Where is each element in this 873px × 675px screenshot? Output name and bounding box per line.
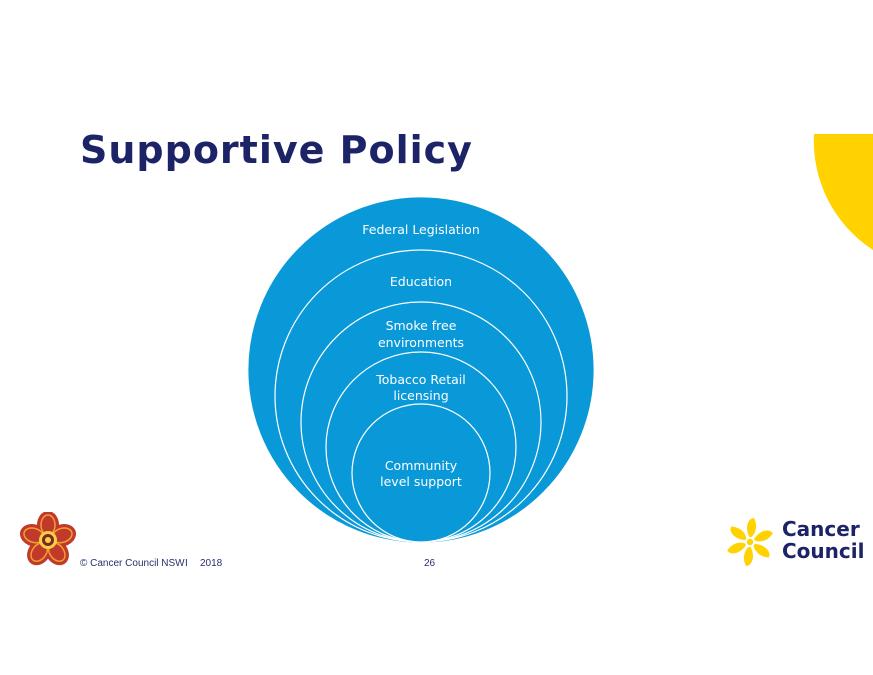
policy-circle-5-label: Community xyxy=(385,458,458,473)
daffodil-icon xyxy=(727,518,773,566)
footer-copyright: © Cancer Council NSW xyxy=(80,558,185,569)
flower-artwork-icon xyxy=(20,512,76,566)
policy-circle-4-label: licensing xyxy=(393,388,448,403)
cancer-council-logo: Cancer Council xyxy=(724,512,864,568)
logo-word-cancer: Cancer xyxy=(782,517,860,541)
policy-circle-2-label: Education xyxy=(390,274,452,289)
policy-circle-4-label: Tobacco Retail xyxy=(375,372,465,387)
page-number: 26 xyxy=(424,558,436,569)
policy-circle-5 xyxy=(351,403,491,543)
logo-word-council: Council xyxy=(782,539,865,563)
policy-circle-1-label: Federal Legislation xyxy=(362,222,480,237)
policy-circle-3-label: environments xyxy=(378,335,464,350)
policy-circle-3-label: Smoke free xyxy=(386,318,457,333)
slide-title: Supportive Policy xyxy=(80,128,473,172)
policy-circle-5-label: level support xyxy=(380,474,462,489)
footer-year: 2018 xyxy=(200,558,223,569)
footer-separator: I xyxy=(185,558,188,569)
